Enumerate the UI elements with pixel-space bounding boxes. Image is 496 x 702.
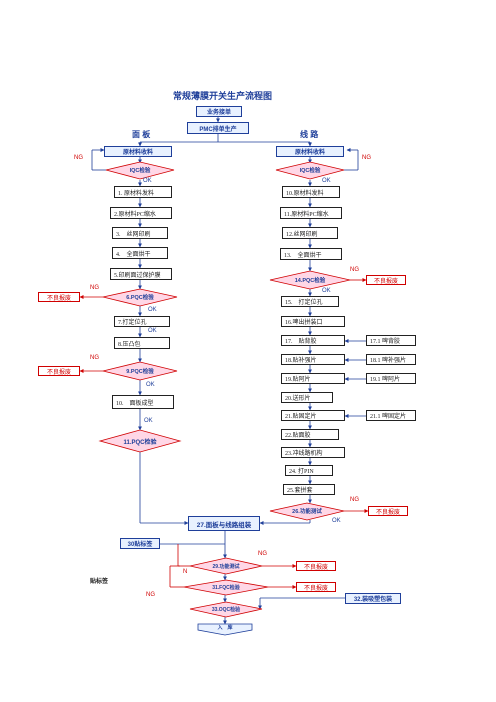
right-step-17-1: 17.1 啤背胶 <box>366 335 416 346</box>
ng-mark: NG <box>146 592 155 598</box>
right-step-12: 12.丝网印刷 <box>282 227 338 239</box>
page-title: 常规薄膜开关生产流程图 <box>173 91 273 101</box>
left-material-box: 原材料收料 <box>104 146 172 157</box>
pmc-box: PMC排单生产 <box>187 122 249 134</box>
left-step-1: 1. 原材料发料 <box>114 186 172 198</box>
right-material-box: 原材料收料 <box>276 146 344 157</box>
oqc33-label: 33.OQC检验 <box>211 606 241 613</box>
right-step-18: 18.贴补强片 <box>281 354 345 365</box>
diamond-shape <box>275 161 345 180</box>
ok-mark: OK <box>146 382 155 388</box>
right-pqc14-label: 14.PQC检验 <box>294 278 326 284</box>
left-step-7: 7.打定位孔 <box>114 316 170 327</box>
ng-mark: NG <box>362 155 371 161</box>
right-step-20: 20.送形片 <box>281 392 333 403</box>
diamond-shape <box>105 161 175 180</box>
right-step-16: 16.啤出拼装口 <box>281 316 345 327</box>
right-step-11: 11.原材料PC缩水 <box>280 207 342 219</box>
ok-mark: OK <box>322 178 331 184</box>
left-step-4: 4. 全面烘干 <box>112 247 168 259</box>
left-step-8: 8.压凸包 <box>114 337 170 349</box>
ok-mark: OK <box>332 518 341 524</box>
right-step-15: 15. 打定位孔 <box>281 296 339 307</box>
right-step-21-1: 21.1 啤固定片 <box>366 410 416 421</box>
left-step-3: 3. 丝网印刷 <box>112 227 168 239</box>
left-pqc11-label: 11.PQC检验 <box>123 439 157 446</box>
diamond-shape <box>98 429 182 453</box>
right-func26-label: 26.功能测试 <box>292 509 322 515</box>
right-reject-14: 不良报废 <box>366 275 406 285</box>
ok-mark: OK <box>148 328 157 334</box>
ng-mark: NG <box>350 267 359 273</box>
order-box: 业务接单 <box>196 106 242 117</box>
left-step-2: 2.原材料PC缩水 <box>110 207 172 219</box>
right-step-22: 22.贴面胶 <box>281 429 339 440</box>
right-step-18-1: 18.1 啤补强片 <box>366 354 416 365</box>
left-pqc9-label: 9.PQC检验 <box>126 369 154 375</box>
left-step-5: 5.印刷面过保护膜 <box>110 268 172 280</box>
store-pentagon <box>197 623 253 636</box>
left-pqc6-label: 6.PQC检验 <box>126 295 154 301</box>
merge-reject-29: 不良报废 <box>296 561 336 571</box>
n-mark: N <box>183 569 188 575</box>
diamond-shape <box>102 288 178 307</box>
right-step-17: 17. 贴背胶 <box>281 335 345 346</box>
pack32-box: 32.装吸塑包装 <box>345 593 401 604</box>
ok-mark: OK <box>322 288 331 294</box>
column-header-circuit: 线 路 <box>300 130 319 139</box>
right-step-24: 24. 打PIN <box>285 465 333 476</box>
left-reject-6: 不良报废 <box>38 292 80 302</box>
diamond-shape <box>269 502 345 521</box>
right-step-13: 13. 全面烘干 <box>280 248 342 260</box>
ok-mark: OK <box>143 178 152 184</box>
right-step-21: 21.贴固定片 <box>281 410 345 421</box>
merge-reject-31: 不良报废 <box>296 582 336 592</box>
ok-mark: OK <box>148 307 157 313</box>
right-step-25: 25.套拼套 <box>283 484 335 495</box>
ng-mark: NG <box>350 497 359 503</box>
label-text: 贴标签 <box>90 579 109 585</box>
ng-mark: NG <box>74 155 83 161</box>
column-header-panel: 面 板 <box>132 130 151 139</box>
func29-label: 29.功能测试 <box>212 563 240 570</box>
diamond-shape <box>183 579 269 596</box>
right-step-19-1: 19.1 啤阿片 <box>366 373 416 384</box>
ng-mark: NG <box>258 551 267 557</box>
label30-box: 30贴标签 <box>120 538 160 549</box>
ng-mark: NG <box>90 355 99 361</box>
diamond-shape <box>102 361 178 381</box>
fqc31-label: 31.FQC检验 <box>212 584 240 591</box>
assemble-box: 27.面板与线路组装 <box>188 516 260 531</box>
store-label: 入 库 <box>217 625 233 631</box>
diamond-shape <box>189 557 263 575</box>
right-step-23: 23.冲线路机构 <box>281 447 345 458</box>
diamond-shape <box>269 270 351 290</box>
right-step-19: 19.贴阿片 <box>281 373 345 384</box>
diamond-shape <box>189 601 263 618</box>
ng-mark: NG <box>90 285 99 291</box>
ok-mark: OK <box>144 418 153 424</box>
left-iqc-label: IQC检验 <box>129 168 151 174</box>
right-iqc-label: IQC检验 <box>299 168 321 174</box>
right-step-10: 10.原材料发料 <box>282 186 340 198</box>
left-step-10: 10. 面板成型 <box>112 395 174 409</box>
left-reject-9: 不良报废 <box>38 366 80 376</box>
right-reject-26: 不良报废 <box>368 506 408 516</box>
